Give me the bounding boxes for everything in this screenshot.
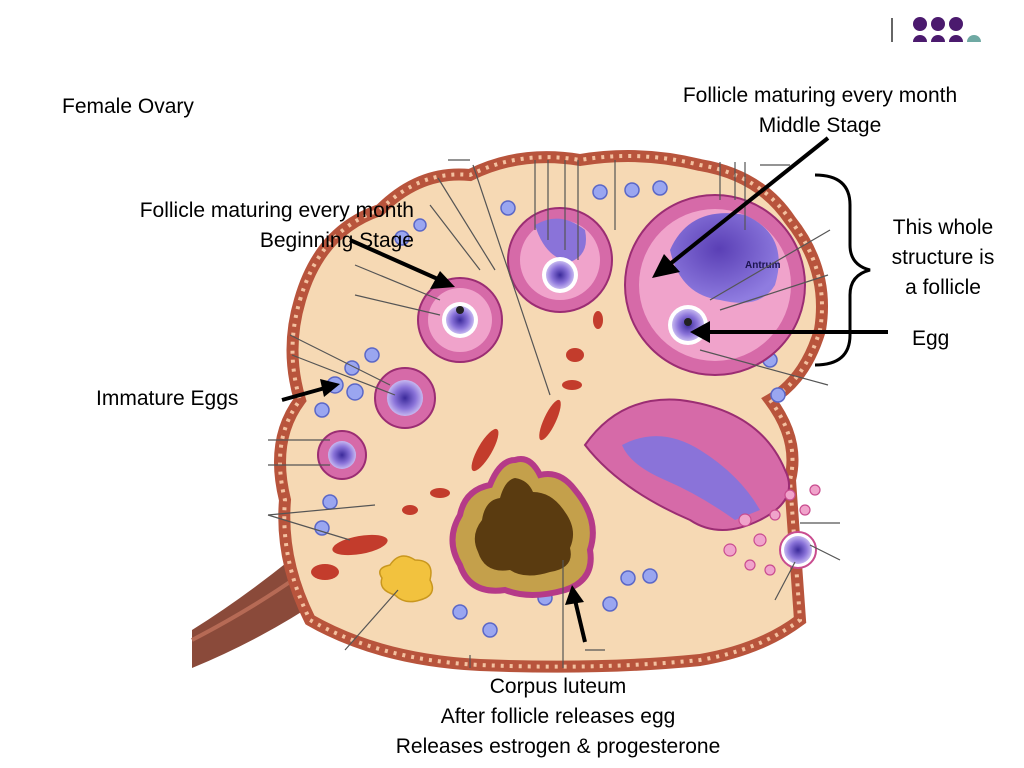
label-beginning-stage: Follicle maturing every month Beginning … (40, 196, 414, 256)
arrow-middle-stage (652, 136, 830, 278)
label-middle-stage: Follicle maturing every month Middle Sta… (630, 81, 1010, 141)
follicle-bracket (814, 173, 871, 367)
label-immature-eggs: Immature Eggs (96, 387, 239, 410)
immature-eggs (314, 180, 786, 638)
ovarian-ligament (192, 560, 320, 668)
follicle-mid (507, 207, 613, 313)
ruptured-follicle (583, 398, 821, 576)
follicle-small-1 (374, 367, 436, 429)
label-whole-structure-line2: structure is (891, 246, 995, 269)
blood-vessels (311, 311, 603, 580)
arrow-immature-eggs (281, 379, 340, 402)
label-middle-stage-line2: Middle Stage (758, 114, 882, 137)
label-corpus-luteum-line3: Releases estrogen & progesterone (395, 735, 721, 758)
arrow-corpus-luteum (565, 585, 587, 643)
label-corpus-luteum: Corpus luteum After follicle releases eg… (330, 672, 786, 762)
label-whole-structure: This whole structure is a follicle (868, 213, 1018, 303)
label-beginning-stage-line2: Beginning Stage (259, 229, 414, 252)
label-corpus-luteum-line2: After follicle releases egg (440, 705, 676, 728)
leader-lines (267, 159, 841, 668)
label-corpus-luteum-line1: Corpus luteum (489, 675, 627, 698)
corpus-luteum (449, 456, 596, 598)
slide-title: Female Ovary (62, 95, 194, 118)
corpus-albicans (379, 555, 434, 603)
antrum-label: Antrum (745, 260, 781, 271)
label-beginning-stage-line1: Follicle maturing every month (139, 199, 414, 222)
follicle-beginning (417, 277, 503, 363)
follicle-middle-stage: Antrum (624, 194, 806, 376)
follicle-small-2 (317, 430, 367, 480)
label-middle-stage-line1: Follicle maturing every month (682, 84, 958, 107)
label-whole-structure-line1: This whole (892, 216, 994, 239)
label-whole-structure-line3: a follicle (905, 276, 981, 299)
arrow-egg (690, 321, 888, 343)
label-egg: Egg (912, 327, 950, 350)
arrow-beginning-stage (349, 238, 455, 289)
